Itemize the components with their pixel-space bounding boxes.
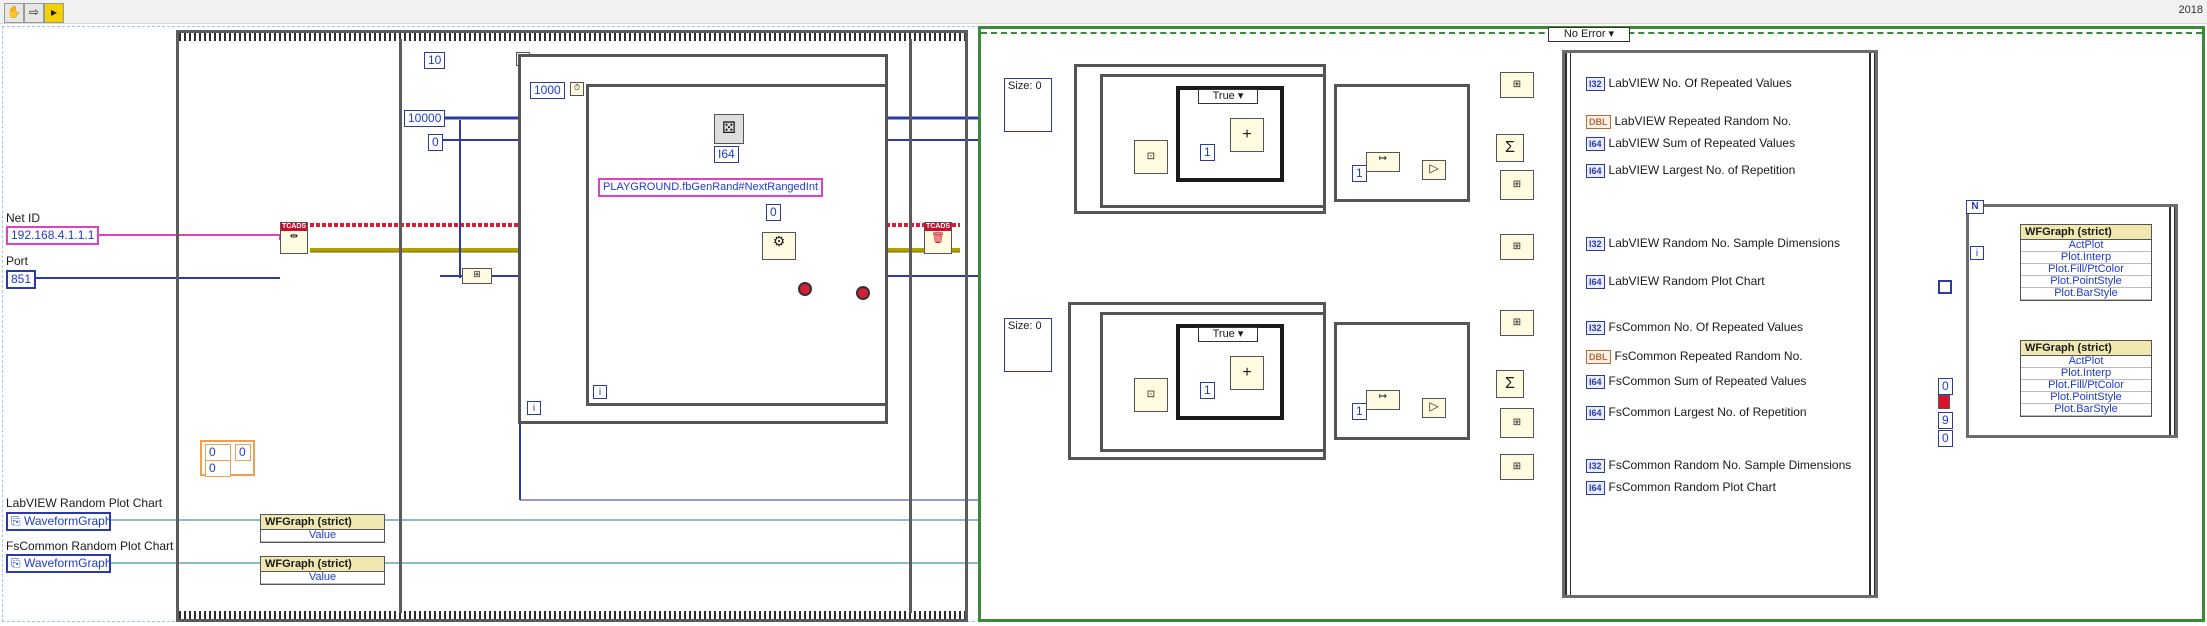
loop-iteration-terminal: i [593,385,607,399]
array-size-constant[interactable]: Size: 0 [1004,78,1052,132]
sequence-frame-right-film [2169,207,2175,435]
connect-icon: ⇹ [281,231,307,242]
fscommon-chart-label: FsCommon Random Plot Chart [6,539,173,553]
fscommon-chart-ref[interactable]: ⎘ WaveformGraph [6,554,111,573]
index-icon[interactable]: ↦ [1366,390,1400,410]
boolean-constant[interactable] [1938,280,1952,294]
array-subset-icon[interactable]: ⊞ [1500,72,1534,98]
port-control[interactable]: 851 [6,270,36,289]
labview-chart-ref[interactable]: ⎘ WaveformGraph [6,512,111,531]
stop-button-icon[interactable] [798,282,812,296]
constant-10[interactable]: 10 [424,52,445,69]
indicator-fscommon-repeated-random[interactable]: DBLFsCommon Repeated Random No. [1586,349,1803,364]
wait-ms-icon[interactable]: ⏱ [570,82,584,96]
sequence-frame-right-film [1869,53,1875,595]
array-max-icon[interactable]: ⊞ [1500,408,1534,438]
search-array-icon[interactable]: ⊡ [1134,140,1168,174]
indicator-labview-repeated-random[interactable]: DBLLabVIEW Repeated Random No. [1586,114,1791,129]
trash-icon: 🗑 [925,231,951,244]
for-loop-max-labview[interactable] [1334,84,1470,202]
sequence-divider [909,39,912,613]
case-true-selector[interactable]: True ▾ [1198,89,1258,104]
port-label: Port [6,254,28,268]
case-selector[interactable]: No Error ▾ [1548,27,1630,42]
sum-icon[interactable]: Σ [1496,134,1524,162]
greater-than-icon[interactable]: ▷ [1422,160,1446,180]
array-size-icon[interactable]: ⊞ [1500,234,1534,260]
active-plot-constant[interactable]: 0 [1938,378,1953,395]
wfgraph-property-node-labview[interactable]: WFGraph (strict) ActPlot Plot.Interp Plo… [2020,224,2152,301]
stop-button-icon[interactable] [856,286,870,300]
tcads-open-node[interactable]: TCADS ⇹ [280,222,308,254]
bar-style-constant[interactable]: 0 [1938,430,1953,447]
point-style-constant[interactable]: 9 [1938,412,1953,429]
sum-icon[interactable]: Σ [1496,370,1524,398]
constant-one[interactable]: 1 [1200,144,1215,161]
indicator-labview-repeated-count[interactable]: I32LabVIEW No. Of Repeated Values [1586,76,1792,91]
loop-iteration-terminal: i [527,401,541,415]
indicator-labview-sample-dims[interactable]: I32LabVIEW Random No. Sample Dimensions [1586,236,1840,251]
ref-icon: ⎘ [11,556,24,570]
fb-name-constant[interactable]: PLAYGROUND.fbGenRand#NextRangedInt [598,178,823,197]
indicator-fscommon-largest[interactable]: I64FsCommon Largest No. of Repetition [1586,405,1807,420]
random-dice-icon[interactable]: ⚄ [714,114,744,144]
net-id-control[interactable]: 192.168.4.1.1.1 [6,226,99,245]
tcads-close-node[interactable]: TCADS 🗑 [924,222,952,254]
constant-one[interactable]: 1 [1352,403,1367,420]
indicator-fscommon-sum[interactable]: I64FsCommon Sum of Repeated Values [1586,374,1806,389]
indicator-fscommon-sample-dims[interactable]: I32FsCommon Random No. Sample Dimensions [1586,458,1851,473]
case-dropdown-icon: ▾ [1609,28,1615,40]
sequence-frame-bottom-film [179,611,965,619]
indicator-fscommon-repeated-count[interactable]: I32FsCommon No. Of Repeated Values [1586,320,1803,335]
array-size-constant[interactable]: Size: 0 [1004,318,1052,372]
net-id-label: Net ID [6,211,40,225]
unbundle-icon[interactable]: ⚙ [762,232,796,260]
index-icon[interactable]: ↦ [1366,152,1400,172]
constant-1000[interactable]: 1000 [530,82,565,99]
indicator-labview-plot-chart[interactable]: I64LabVIEW Random Plot Chart [1586,274,1765,289]
indicator-labview-largest[interactable]: I64LabVIEW Largest No. of Repetition [1586,163,1795,178]
sequence-frame-top-film [179,33,965,41]
increment-icon[interactable]: + [1230,118,1264,152]
for-loop-max-fscommon[interactable] [1334,322,1470,440]
constant-0[interactable]: 0 [428,134,443,151]
search-array-icon[interactable]: ⊡ [1134,378,1168,412]
sequence-frame-left-film [1565,53,1571,595]
array-max-icon[interactable]: ⊞ [1500,170,1534,200]
constant-one[interactable]: 1 [1352,165,1367,182]
loop-count-terminal: N [1966,200,1984,214]
ref-icon: ⎘ [11,514,24,528]
constant-0b[interactable]: 0 [766,204,781,221]
sequence-divider [399,39,402,613]
constant-one[interactable]: 1 [1200,382,1215,399]
indicator-labview-sum[interactable]: I64LabVIEW Sum of Repeated Values [1586,136,1795,151]
labview-chart-label: LabVIEW Random Plot Chart [6,496,162,510]
indicator-fscommon-plot-chart[interactable]: I64FsCommon Random Plot Chart [1586,480,1776,495]
greater-than-icon[interactable]: ▷ [1422,398,1446,418]
case-true-selector[interactable]: True ▾ [1198,327,1258,342]
array-size-icon[interactable]: ⊞ [1500,454,1534,480]
constant-10000[interactable]: 10000 [404,110,445,127]
loop-iteration-terminal: i [1970,246,1984,260]
color-box-constant[interactable] [1938,395,1950,409]
build-array-icon[interactable]: ⊞ [462,268,492,284]
increment-icon[interactable]: + [1230,356,1264,390]
array-subset-icon[interactable]: ⊞ [1500,310,1534,336]
wfgraph-property-node-fscommon[interactable]: WFGraph (strict) ActPlot Plot.Interp Plo… [2020,340,2152,417]
i64-conversion[interactable]: I64 [714,146,739,163]
